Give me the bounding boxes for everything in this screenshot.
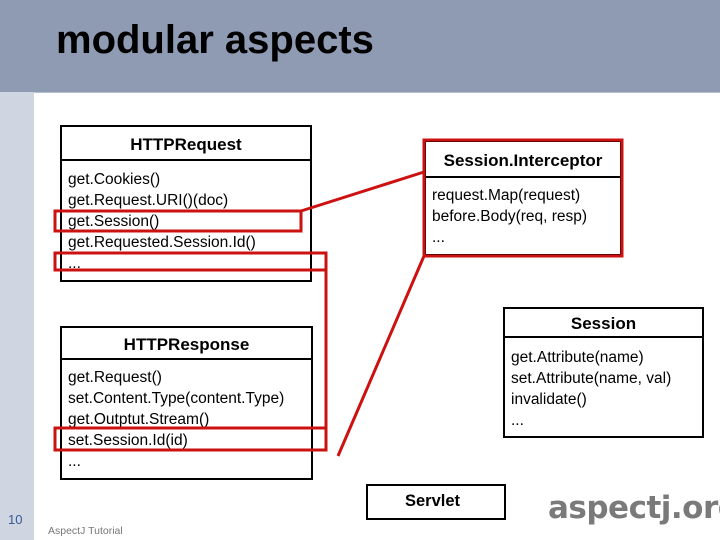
http-response-line: get.Request() bbox=[68, 369, 162, 386]
http-request-line: get.Request.URI()(doc) bbox=[68, 192, 229, 209]
session-header: Session bbox=[505, 309, 702, 338]
title-band bbox=[0, 0, 720, 92]
session-line: get.Attribute(name) bbox=[511, 349, 644, 366]
servlet-label: Servlet bbox=[405, 492, 461, 510]
http-request-header: HTTPRequest bbox=[62, 127, 310, 161]
session-line: invalidate() bbox=[511, 391, 587, 408]
session-interceptor-line: ... bbox=[432, 229, 445, 246]
http-request-line: get.Requested.Session.Id() bbox=[68, 234, 256, 251]
http-request-line: get.Cookies() bbox=[68, 171, 161, 188]
footer-text: AspectJ Tutorial bbox=[48, 525, 123, 537]
session-interceptor-line: before.Body(req, resp) bbox=[432, 208, 588, 225]
page-number: 10 bbox=[8, 512, 23, 527]
http-request-line: ... bbox=[68, 255, 81, 272]
aspectj-logo: aspectj.org bbox=[548, 490, 720, 526]
session-interceptor-line: request.Map(request) bbox=[432, 187, 581, 204]
http-response-line: get.Outptut.Stream() bbox=[68, 411, 210, 428]
http-request-line: get.Session() bbox=[68, 213, 160, 230]
session-interceptor-box: Session.Interceptor request.Map(request)… bbox=[424, 140, 622, 256]
interceptor-to-servlet-line bbox=[336, 255, 426, 457]
get-session-highlight bbox=[53, 209, 303, 233]
interceptor-to-session-line bbox=[300, 170, 425, 213]
http-request-box: HTTPRequest get.Cookies() get.Request.UR… bbox=[60, 125, 312, 282]
servlet-box: Servlet bbox=[366, 484, 506, 520]
get-requested-session-id-highlight bbox=[53, 251, 328, 272]
set-session-id-highlight bbox=[53, 426, 328, 452]
slide-title: modular aspects bbox=[56, 18, 374, 62]
session-box: Session get.Attribute(name) set.Attribut… bbox=[503, 307, 704, 438]
http-response-line: ... bbox=[68, 453, 81, 470]
http-response-header: HTTPResponse bbox=[62, 328, 311, 360]
session-interceptor-highlight bbox=[422, 138, 624, 258]
left-band bbox=[0, 92, 34, 540]
session-line: ... bbox=[511, 412, 524, 429]
http-response-box: HTTPResponse get.Request() set.Content.T… bbox=[60, 326, 313, 480]
http-response-line: set.Content.Type(content.Type) bbox=[68, 390, 285, 407]
session-interceptor-header: Session.Interceptor bbox=[426, 142, 620, 178]
band-separator bbox=[0, 92, 720, 93]
http-response-line: set.Session.Id(id) bbox=[68, 432, 188, 449]
session-line: set.Attribute(name, val) bbox=[511, 370, 672, 387]
